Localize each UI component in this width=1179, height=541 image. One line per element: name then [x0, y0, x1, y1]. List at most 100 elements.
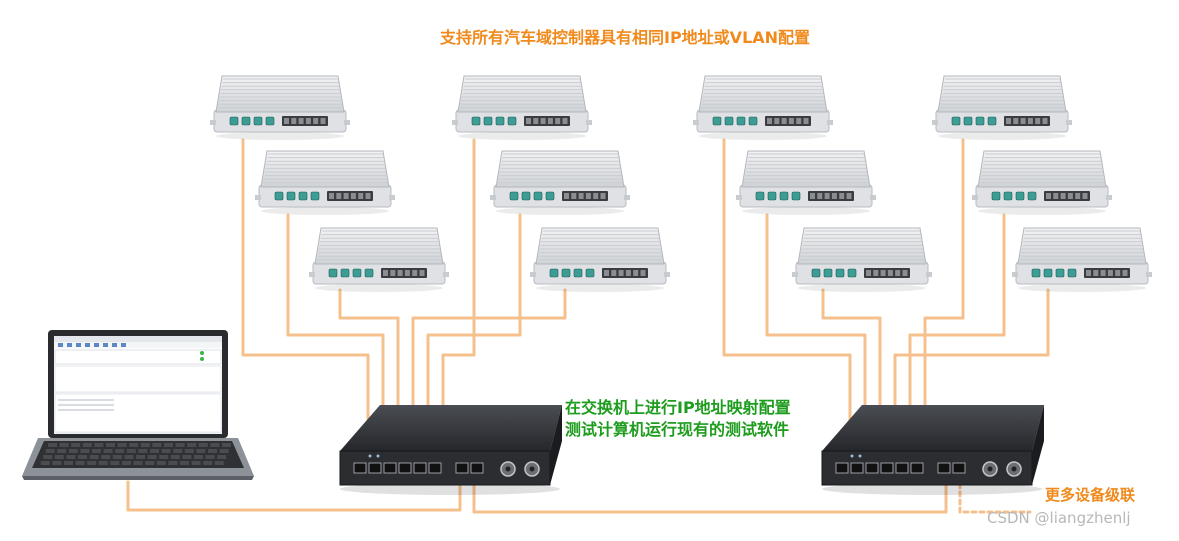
ecu-tab: [1066, 120, 1072, 125]
laptop-key: [115, 449, 125, 453]
app-toolbar-icon: [94, 343, 99, 347]
laptop-key: [173, 449, 183, 453]
ecu-pin: [578, 193, 584, 199]
ecu-port-teal: [823, 268, 833, 278]
laptop-key: [64, 461, 73, 465]
ecu-port-teal: [975, 116, 985, 126]
ecu-right-6: [1012, 227, 1152, 292]
ecu-heatsink: [1017, 227, 1147, 265]
ecu-port-teal: [1031, 268, 1041, 278]
switch-top: [340, 405, 562, 451]
ecu-heatsink: [937, 75, 1067, 113]
app-status-dot: [200, 357, 204, 361]
laptop-key: [180, 461, 189, 465]
laptop-key: [219, 449, 229, 453]
ecu-port-teal: [298, 191, 308, 201]
ecu-pin: [390, 270, 396, 276]
ecu-pin: [336, 193, 342, 199]
switch-port: [398, 462, 412, 474]
ecu-port-teal: [545, 191, 555, 201]
ecu-port-teal: [755, 191, 765, 201]
ecu-port-teal: [471, 116, 481, 126]
cable-left-ecu-1: [241, 138, 370, 457]
ecu-port-teal: [779, 191, 789, 201]
laptop-key: [159, 455, 169, 459]
ecu-pin: [1075, 193, 1081, 199]
app-toolbar-icon: [121, 343, 126, 347]
app-toolbar-icon: [58, 343, 63, 347]
laptop-key: [126, 449, 136, 453]
ecu-port-teal: [712, 116, 722, 126]
ecu-port-teal: [1043, 268, 1053, 278]
laptop-key: [138, 449, 148, 453]
switch-note-line-2: 测试计算机运行现有的测试软件: [565, 420, 790, 439]
ecu-tab: [443, 272, 449, 277]
ecu-shadow: [938, 132, 1066, 140]
ecu-pin: [404, 270, 410, 276]
ecu-pin: [600, 193, 606, 199]
ecu-port-teal: [1003, 191, 1013, 201]
ecu-port-teal: [352, 268, 362, 278]
ecu-pin: [358, 193, 364, 199]
ecu-pin: [1107, 270, 1113, 276]
laptop-key: [101, 455, 111, 459]
cable-laptop-switch: [126, 466, 462, 512]
switch-coax-pin: [529, 466, 535, 472]
ecu-pin: [1035, 118, 1041, 124]
watermark: CSDN @liangzhenlj: [987, 509, 1131, 527]
ecu-pin: [320, 118, 326, 124]
switch-port: [850, 462, 864, 474]
ecu-shadow: [216, 132, 344, 140]
ecu-pin: [564, 193, 569, 199]
switch-shadow: [340, 483, 560, 495]
ecu-pin: [291, 118, 297, 124]
ecu-heatsink: [457, 75, 587, 113]
ecu-tab: [932, 120, 938, 125]
ecu-pin: [796, 118, 802, 124]
ecu-pin: [824, 193, 830, 199]
ecu-pin: [633, 270, 639, 276]
ecu-port-teal: [229, 116, 239, 126]
laptop-key: [196, 449, 206, 453]
laptop-key: [59, 443, 69, 447]
ecu-pin: [343, 193, 349, 199]
ecu-pin: [880, 270, 886, 276]
switch-uplink-port: [470, 462, 484, 474]
ecu-pin: [365, 193, 371, 199]
ecu-port-teal: [736, 116, 746, 126]
ecu-pin: [313, 118, 319, 124]
laptop-key: [43, 455, 53, 459]
ecu-pin: [1053, 193, 1059, 199]
switch-side: [1032, 405, 1044, 485]
ecu-port-teal: [987, 116, 997, 126]
laptop-key: [124, 455, 134, 459]
laptop-key: [182, 455, 192, 459]
ecu-tab: [255, 195, 261, 200]
switch-port: [835, 462, 849, 474]
ecu-right-3: [736, 150, 876, 215]
ecu-tab: [664, 272, 670, 277]
laptop-key: [156, 461, 166, 465]
ecu-port-teal: [364, 268, 374, 278]
ecu-port-teal: [286, 191, 296, 201]
laptop-key: [92, 449, 101, 453]
ecu-heatsink: [215, 75, 345, 113]
laptop-key: [122, 461, 131, 465]
ecu-right-4: [972, 150, 1112, 215]
laptop-key: [136, 455, 145, 459]
ecu-pin: [329, 193, 334, 199]
laptop-key: [110, 461, 120, 465]
ecu-pin: [547, 118, 553, 124]
laptop-edge: [22, 476, 254, 480]
ecu-pin: [1100, 270, 1106, 276]
ecu-pin: [397, 270, 403, 276]
switch-led: [858, 454, 862, 458]
ecu-heatsink: [495, 150, 625, 188]
switch-port: [413, 462, 427, 474]
laptop-key: [87, 461, 97, 465]
ecu-port-teal: [328, 268, 338, 278]
laptop-key: [198, 443, 208, 447]
ecu-port-teal: [748, 116, 758, 126]
switch-port: [910, 462, 924, 474]
ecu-heatsink: [977, 150, 1107, 188]
